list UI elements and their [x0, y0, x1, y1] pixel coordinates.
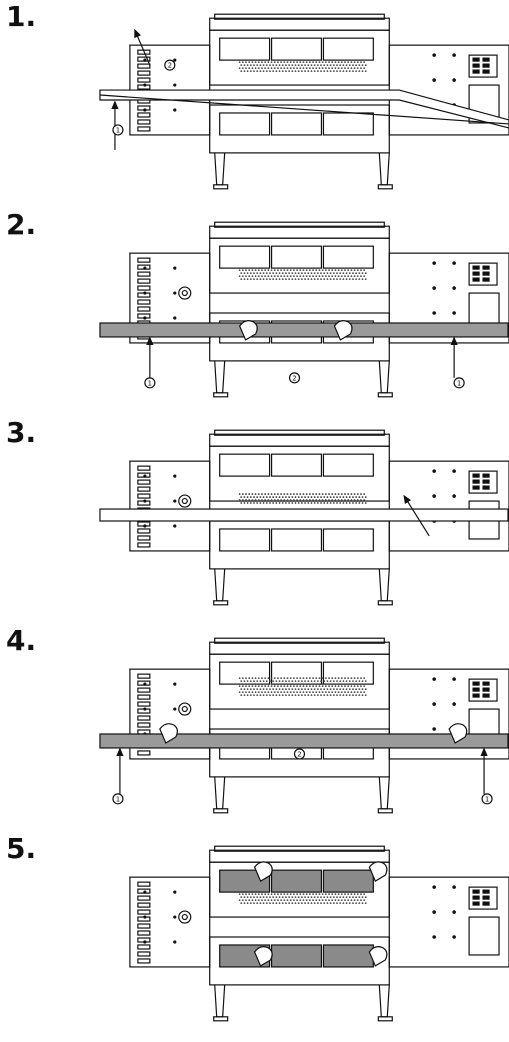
right-door-panel: [468, 916, 500, 956]
hand-icon: [368, 946, 388, 967]
hand-icon: [238, 320, 258, 341]
callout-marker: 1: [144, 377, 156, 389]
direction-arrow-icon: [480, 747, 488, 794]
hand-icon: [333, 320, 353, 341]
direction-arrow-icon: [116, 747, 124, 794]
instruction-step: 4. 1 2 1: [0, 624, 509, 832]
oven-body: [209, 845, 390, 986]
callout-number: 2: [297, 750, 301, 758]
callout-number: 1: [116, 795, 120, 803]
conveyor-mesh: [238, 269, 367, 280]
left-bearing-icon: [178, 910, 192, 924]
conveyor-bar: [99, 733, 509, 749]
callout-marker: 1: [112, 793, 124, 805]
oven-drawing: 1 2 1: [99, 221, 509, 398]
conveyor-mesh: [238, 677, 367, 696]
conveyor-bar: [99, 89, 509, 129]
conveyor-mesh: [238, 61, 367, 72]
right-door-panel: [468, 84, 500, 124]
oven-body: [209, 221, 390, 362]
step-number: 2.: [6, 208, 37, 241]
oven-legs: [213, 568, 393, 606]
oven-legs: [213, 984, 393, 1022]
oven-body: [209, 13, 390, 154]
oven-illustration: [99, 429, 509, 606]
oven-drawing: [129, 845, 509, 1022]
oven-illustration: 12: [99, 13, 509, 190]
left-bearing-icon: [178, 494, 192, 508]
oven-drawing: 12: [99, 13, 509, 190]
control-display-icon: [468, 54, 498, 78]
right-control-panel: [388, 460, 509, 552]
callout-number: 1: [116, 126, 120, 134]
left-bearing-icon: [178, 286, 192, 300]
instruction-step: 2. 1 2 1: [0, 208, 509, 416]
direction-arrow-icon: [146, 336, 154, 378]
callout-number: 1: [485, 795, 489, 803]
callout-number: 2: [292, 374, 296, 382]
step-number: 4.: [6, 624, 37, 657]
callout-marker: 1: [481, 793, 493, 805]
right-control-panel: [388, 876, 509, 968]
hand-icon: [253, 946, 273, 967]
callout-number: 1: [457, 379, 461, 387]
hand-icon: [368, 861, 388, 883]
conveyor-mesh: [238, 493, 367, 504]
oven-legs: [213, 152, 393, 190]
hand-icon: [448, 723, 468, 744]
left-vent-panel: [129, 460, 211, 552]
oven-drawing: 1 2 1: [99, 637, 509, 814]
left-vent-panel: [129, 876, 211, 968]
callout-number: 1: [148, 379, 152, 387]
direction-arrow-icon: [450, 336, 458, 378]
oven-drawing: [99, 429, 509, 606]
control-display-icon: [468, 262, 498, 286]
oven-illustration: 1 2 1: [99, 221, 509, 398]
callout-marker: 2: [288, 372, 301, 384]
callout-number: 2: [168, 62, 172, 70]
callout-marker: 2: [164, 59, 176, 71]
hand-icon: [253, 861, 273, 883]
oven-legs: [213, 776, 393, 814]
oven-illustration: [129, 845, 509, 1022]
conveyor-bar: [99, 508, 509, 522]
step-number: 5.: [6, 832, 37, 865]
control-display-icon: [468, 678, 498, 702]
direction-arrow-icon: [134, 28, 151, 66]
control-display-icon: [468, 470, 498, 494]
callout-marker: 1: [453, 377, 465, 389]
callout-marker: 1: [112, 124, 124, 136]
oven-illustration: 1 2 1: [99, 637, 509, 814]
direction-arrow-icon: [403, 494, 430, 537]
callout-marker: 2: [293, 748, 306, 760]
conveyor-bar: [99, 322, 509, 338]
step-number: 3.: [6, 416, 37, 449]
oven-body: [209, 429, 390, 570]
control-display-icon: [468, 886, 498, 910]
left-bearing-icon: [178, 702, 192, 716]
conveyor-mesh: [238, 893, 367, 904]
instruction-step: 3.: [0, 416, 509, 624]
step-number: 1.: [6, 0, 37, 33]
hand-icon: [159, 723, 178, 744]
instruction-step: 5.: [0, 832, 509, 1040]
oven-legs: [213, 360, 393, 398]
